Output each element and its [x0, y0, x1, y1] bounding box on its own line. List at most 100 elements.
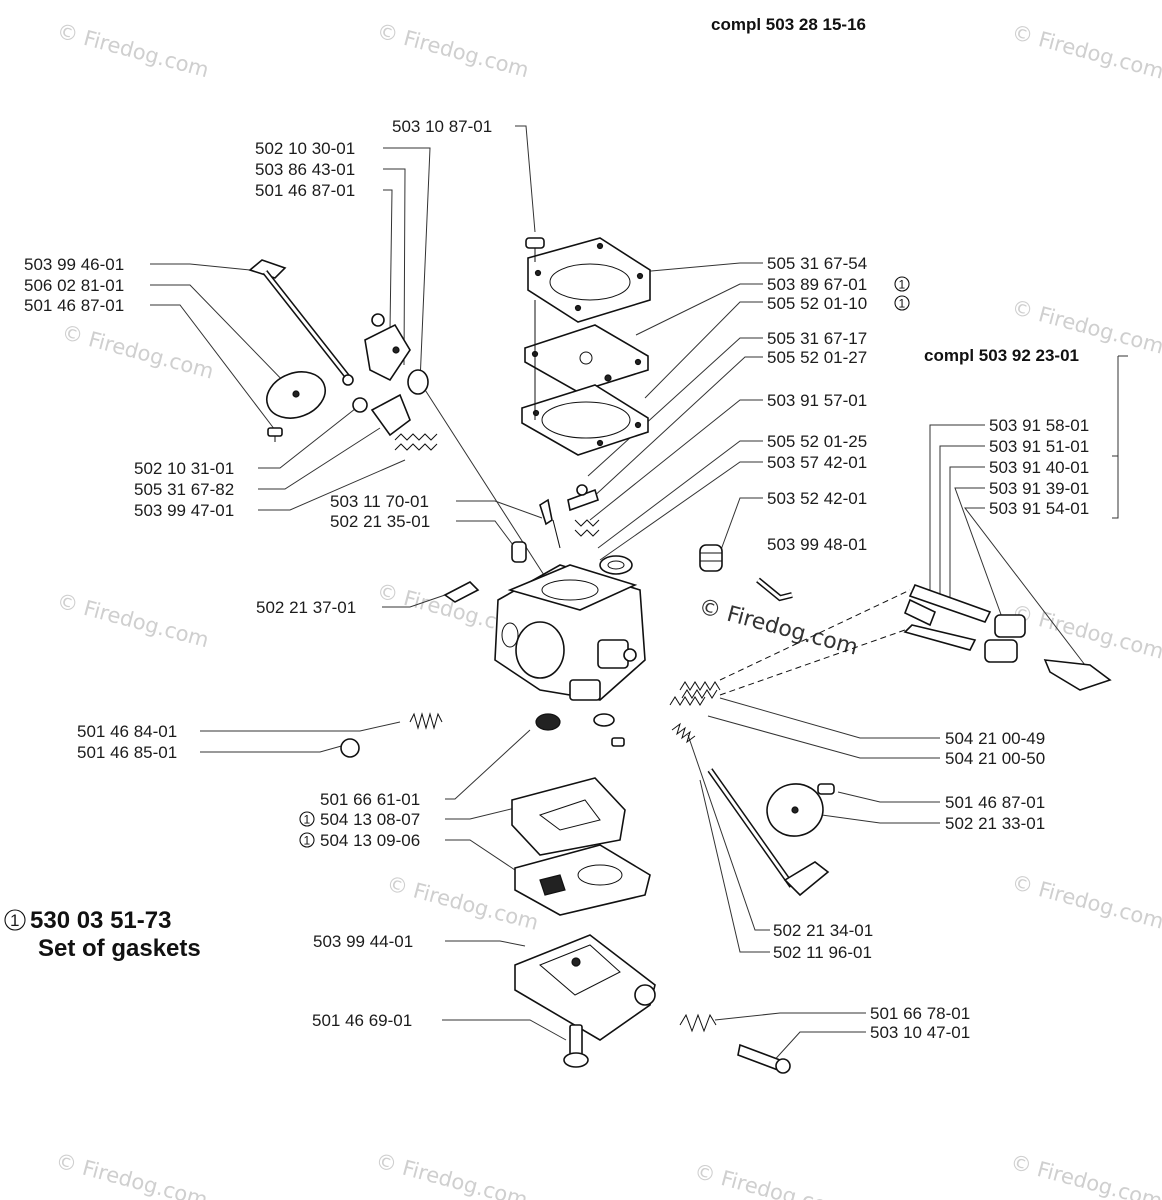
part-label: 502 21 33-01: [945, 814, 1045, 833]
throttle-screw: [267, 427, 283, 442]
gasket-set-marker-large: [4, 909, 26, 931]
part-label: 503 91 39-01: [989, 479, 1089, 498]
gasket-set-marker-text: 1: [899, 278, 906, 292]
metering-gasket: [511, 777, 626, 856]
part-label: 503 91 40-01: [989, 458, 1089, 477]
carburetor-body: [494, 564, 646, 701]
part-label: 503 91 51-01: [989, 437, 1089, 456]
adjusting-spring-h: [669, 681, 721, 706]
gasket-set-marker-text: 1: [899, 297, 906, 311]
part-label: 503 99 46-01: [24, 255, 124, 274]
filter-screen: [535, 713, 625, 747]
watermark: © Firedog.com: [374, 19, 531, 83]
part-label: 503 91 58-01: [989, 416, 1089, 435]
part-label: 505 52 01-25: [767, 432, 867, 451]
small-bushing: [511, 541, 527, 563]
watermark: © Firedog.com: [1009, 20, 1162, 84]
part-label: 502 10 30-01: [255, 139, 355, 158]
part-label: 505 52 01-10: [767, 294, 867, 313]
gasket-set-marker-text: 1: [304, 813, 311, 827]
part-label: 504 21 00-49: [945, 729, 1045, 748]
part-label: 504 13 08-07: [320, 810, 420, 829]
inlet-needle: [539, 484, 600, 549]
watermark: © Firedog.com: [54, 589, 211, 653]
part-label: 502 21 34-01: [773, 921, 873, 940]
limiter-caps: [719, 583, 1112, 696]
center-watermark: © Firedog.com: [696, 594, 861, 660]
part-label: 503 11 70-01: [330, 492, 429, 511]
watermark: © Firedog.com: [1009, 600, 1162, 664]
part-label: 503 99 48-01: [767, 535, 867, 554]
gasket-set-title: Set of gaskets: [38, 935, 201, 962]
part-label: 504 21 00-50: [945, 749, 1045, 768]
gasket-set-marker-text: 1: [10, 911, 19, 930]
check-ball: [340, 738, 360, 758]
part-labels: compl 503 28 15-16 compl 503 92 23-01 50…: [24, 15, 1089, 1042]
part-label: 503 52 42-01: [767, 489, 867, 508]
part-label: 503 91 54-01: [989, 499, 1089, 518]
gasket-set-legend: 1 530 03 51-73 Set of gaskets: [4, 907, 201, 962]
watermark: © Firedog.com: [59, 320, 216, 384]
part-label: 503 89 67-01: [767, 275, 867, 294]
part-label: 502 21 35-01: [330, 512, 430, 531]
metering-cover: [514, 934, 656, 1041]
pump-gasket: [521, 384, 649, 456]
part-label: 503 91 57-01: [767, 391, 867, 410]
part-label: 501 46 87-01: [255, 181, 355, 200]
part-label: 503 86 43-01: [255, 160, 355, 179]
part-label: 501 46 87-01: [945, 793, 1045, 812]
choke-shaft: [671, 722, 830, 897]
part-label: 501 46 69-01: [312, 1011, 412, 1030]
part-label: 503 99 47-01: [134, 501, 234, 520]
parts-illustration: [248, 237, 1112, 1074]
part-label: 505 31 67-54: [767, 254, 867, 273]
part-label: 501 46 85-01: [77, 743, 177, 762]
part-label: 501 46 84-01: [77, 722, 177, 741]
hook-wire: [443, 581, 480, 603]
gasket-set-marker-text: 1: [304, 834, 311, 848]
part-label: 502 11 96-01: [773, 943, 872, 962]
watermark: © Firedog.com: [1008, 1150, 1162, 1200]
part-label: 503 10 87-01: [392, 117, 492, 136]
gasket-set-part-number: 530 03 51-73: [30, 907, 171, 934]
screen-plug: [699, 544, 723, 572]
part-label: 506 02 81-01: [24, 276, 124, 295]
part-label: 503 10 47-01: [870, 1023, 970, 1042]
metering-diaphragm: [514, 844, 651, 916]
watermark: © Firedog.com: [373, 1149, 530, 1200]
part-label: 504 13 09-06: [320, 831, 420, 850]
gasket-set-marker: [894, 276, 910, 292]
part-label: 505 52 01-27: [767, 348, 867, 367]
part-label: 505 31 67-82: [134, 480, 234, 499]
ring-seal: [599, 555, 633, 575]
gasket-set-marker: [894, 295, 910, 311]
pump-diaphragm: [524, 324, 649, 393]
limiter-cap-hook: [756, 577, 793, 602]
assembly-label-right: compl 503 92 23-01: [924, 346, 1079, 365]
watermark: © Firedog.com: [54, 19, 211, 83]
throttle-lever: [352, 313, 438, 451]
assembly-label-top: compl 503 28 15-16: [711, 15, 866, 34]
choke-valve: [766, 783, 835, 837]
part-label: 502 21 37-01: [256, 598, 356, 617]
part-label: 501 46 87-01: [24, 296, 124, 315]
part-label: 502 10 31-01: [134, 459, 234, 478]
throttle-shaft: [248, 259, 354, 386]
throttle-valve: [266, 371, 326, 419]
gasket-set-marker: [299, 811, 315, 827]
watermark: © Firedog.com: [1009, 870, 1162, 934]
part-label: 503 57 42-01: [767, 453, 867, 472]
leader-lines: [150, 125, 1128, 1066]
watermark: © Firedog.com: [692, 1159, 849, 1200]
part-label: 501 66 78-01: [870, 1004, 970, 1023]
lever-spring: [679, 1013, 717, 1033]
pump-cover: [525, 237, 651, 323]
idle-spring: [409, 712, 443, 730]
part-label: 503 99 44-01: [313, 932, 413, 951]
watermark: © Firedog.com: [53, 1149, 210, 1200]
part-label: 505 31 67-17: [767, 329, 867, 348]
cover-screw: [563, 1024, 589, 1068]
part-label: 501 66 61-01: [320, 790, 420, 809]
idle-screw: [737, 1043, 791, 1074]
